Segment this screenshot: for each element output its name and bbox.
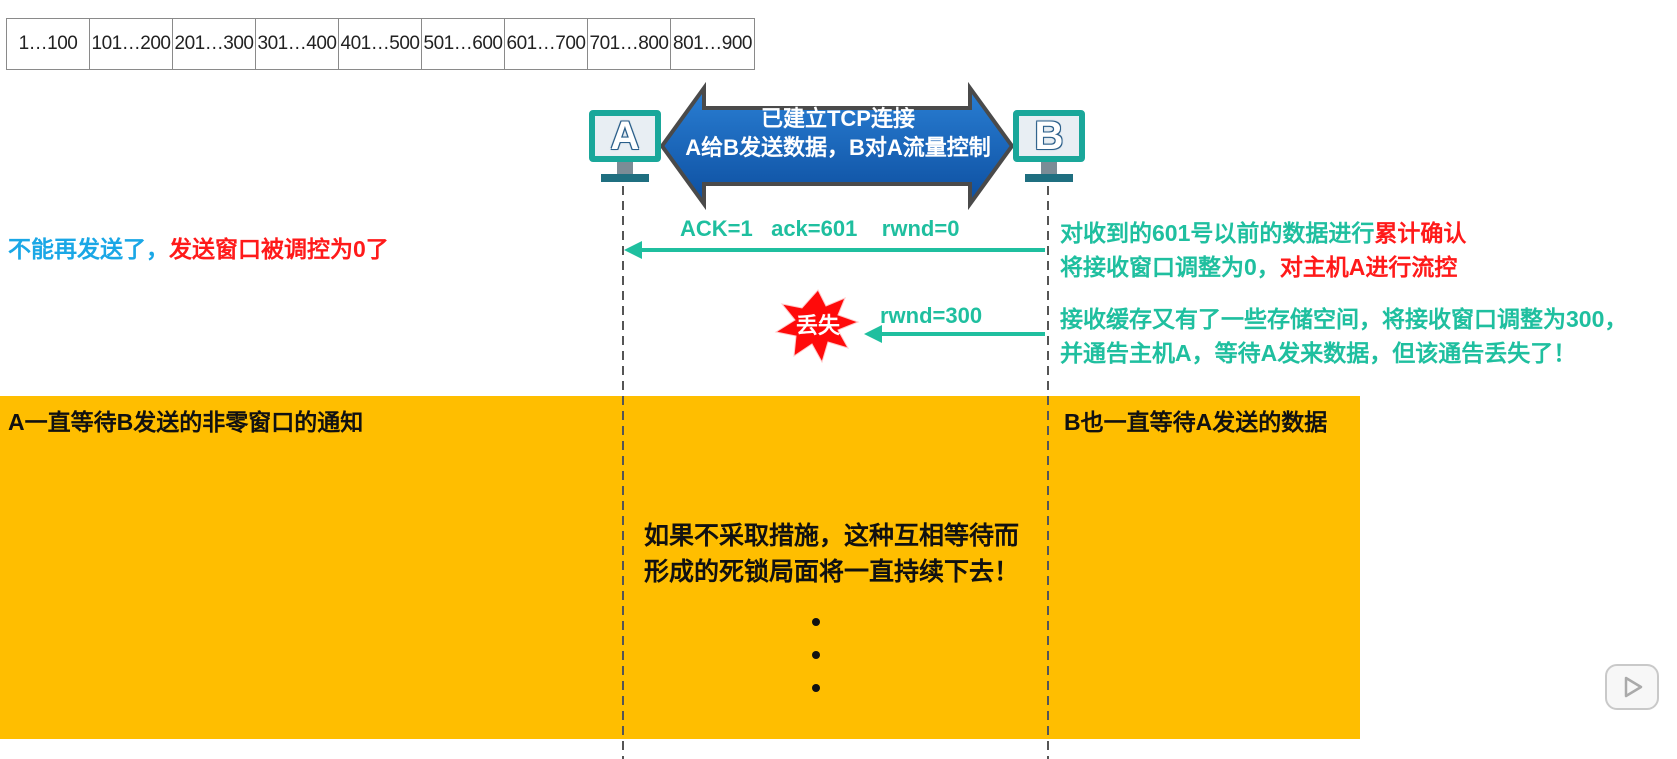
list-dot xyxy=(812,618,820,626)
b-window-update-note: 接收缓存又有了一些存储空间，将接收窗口调整为300， 并通告主机A，等待A发来数… xyxy=(1060,306,1628,366)
a-waiting-text: A一直等待B发送的非零窗口的通知 xyxy=(8,409,364,435)
sequence-cell: 1…100 xyxy=(7,19,90,69)
host-a-label: A xyxy=(610,114,640,158)
sequence-cell: 601…700 xyxy=(505,19,588,69)
list-dot xyxy=(812,651,820,659)
sequence-cell: 301…400 xyxy=(256,19,339,69)
banner-line-1: 已建立TCP连接 xyxy=(760,106,915,131)
host-b: B xyxy=(1013,110,1085,190)
sequence-cell: 201…300 xyxy=(173,19,256,69)
play-icon xyxy=(1624,676,1643,698)
waiting-region xyxy=(0,396,1360,739)
sequence-number-strip: 1…100 101…200 201…300 301…400 401…500 50… xyxy=(6,18,755,70)
update-arrow-head xyxy=(864,325,882,343)
ack-arrow-head xyxy=(624,241,642,259)
computer-icon: A xyxy=(589,110,661,162)
lost-label: 丢失 xyxy=(795,313,840,338)
sequence-cell: 701…800 xyxy=(588,19,671,69)
window-update-label: rwnd=300 xyxy=(880,303,983,328)
starburst-icon xyxy=(774,289,860,364)
play-button[interactable] xyxy=(1605,664,1659,710)
double-arrow-banner xyxy=(659,81,1015,211)
sequence-cell: 101…200 xyxy=(90,19,173,69)
host-b-label: B xyxy=(1034,114,1064,158)
sequence-cell: 801…900 xyxy=(673,33,752,54)
banner-line-2: A给B发送数据，B对A流量控制 xyxy=(685,135,991,160)
ack-segment-label: ACK=1 ack=601 rwnd=0 xyxy=(680,216,960,241)
b-waiting-text: B也一直等待A发送的数据 xyxy=(1064,409,1328,435)
connection-banner: 已建立TCP连接 A给B发送数据，B对A流量控制 xyxy=(668,104,1008,162)
list-dot xyxy=(812,684,820,692)
computer-icon: B xyxy=(1013,110,1085,162)
deadlock-text: 如果不采取措施，这种互相等待而 形成的死锁局面将一直持续下去！ xyxy=(644,522,1020,586)
sequence-cell: 401…500 xyxy=(339,19,422,69)
sequence-cell: 501…600 xyxy=(422,19,505,69)
b-ack-note: 对收到的601号以前的数据进行累计确认 将接收窗口调整为0，对主机A进行流控 xyxy=(1060,220,1467,280)
a-stop-note: 不能再发送了，发送窗口被调控为0了 xyxy=(8,236,389,262)
host-a: A xyxy=(589,110,661,190)
